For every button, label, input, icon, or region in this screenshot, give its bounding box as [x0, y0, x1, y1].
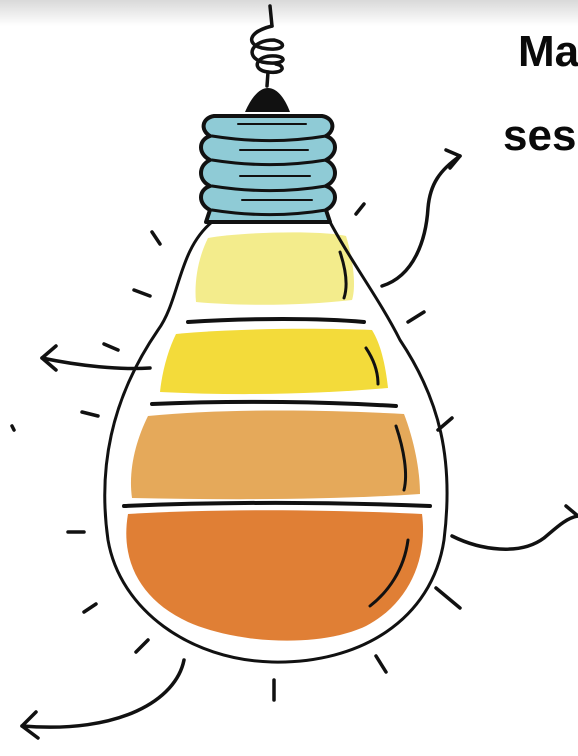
bulb-socket [201, 88, 335, 222]
arrow-left [42, 346, 150, 370]
layer-divider-3 [124, 503, 430, 506]
bulb-layer-3 [131, 411, 420, 500]
bulb-layer-4 [126, 510, 423, 640]
arrow-right [452, 506, 578, 549]
layer-divider-2 [152, 402, 396, 406]
bulb-layer-1 [196, 232, 355, 304]
layer-divider-1 [188, 319, 364, 322]
arrow-bottom-left [22, 660, 184, 738]
arrow-top-right [382, 150, 460, 286]
wire-icon [252, 6, 283, 86]
socket-body [201, 116, 335, 222]
bulb-layer-2 [160, 329, 388, 394]
